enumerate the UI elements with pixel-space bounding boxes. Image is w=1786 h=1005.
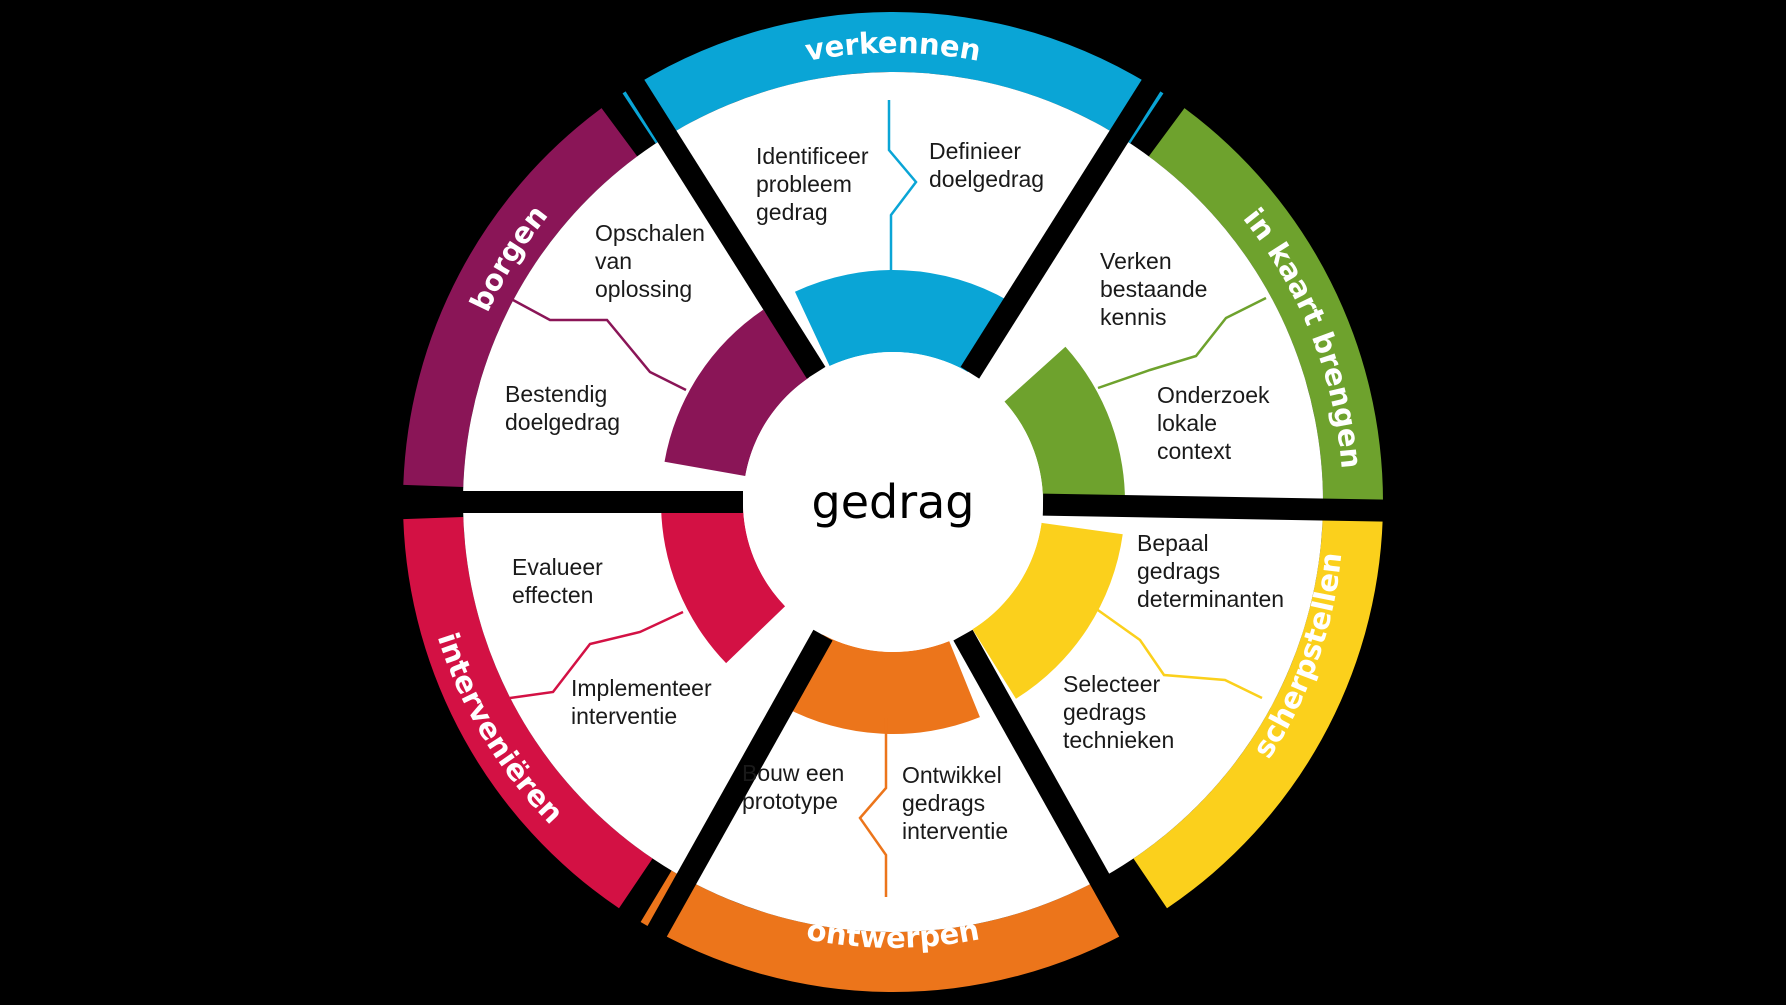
scherpstellen-steps: Bepaal gedrags determinanten Selecteer g… [1063, 530, 1284, 753]
inner-segment-verkennen [794, 270, 1009, 373]
step-identificeer-probleem-gedrag: Identificeer probleem gedrag [756, 143, 875, 225]
separator-spoke-5 [642, 629, 833, 947]
step-line: Bestendig [505, 381, 607, 407]
step-line: bestaande [1100, 276, 1207, 302]
in-kaart-brengen-steps: Verken bestaande kennis Onderzoek lokale… [1100, 248, 1276, 464]
inner-segment-ontwerpen [784, 634, 980, 735]
step-line: interventie [902, 818, 1008, 844]
step-line: Definieer [929, 138, 1021, 164]
separator-spoke-1 [619, 70, 826, 379]
step-line: Bepaal [1137, 530, 1209, 556]
step-line: Selecteer [1063, 671, 1161, 697]
band-verkennen [622, 12, 1164, 144]
band-ontwerpen [640, 870, 1138, 992]
inner-segment-interveniëren [661, 502, 786, 664]
step-evalueer-effecten: Evalueer effecten [512, 554, 609, 608]
step-line: oplossing [595, 276, 692, 302]
step-line: prototype [742, 788, 838, 814]
step-divider-in-kaart-brengen [1097, 296, 1267, 390]
step-line: gedrags [1063, 699, 1146, 725]
interveniëren-steps: Evalueer effecten Implementeer intervent… [512, 554, 718, 729]
step-line: probleem [756, 171, 852, 197]
band-in-kaart-brengen [1148, 108, 1383, 502]
step-line: context [1157, 438, 1232, 464]
band-scherpstellen [1133, 517, 1383, 909]
inner-ring [661, 270, 1125, 735]
separator-spoke-3 [1042, 493, 1394, 522]
step-line: doelgedrag [505, 409, 620, 435]
separators [393, 70, 1394, 947]
step-line: van [595, 248, 632, 274]
step-line: Onderzoek [1157, 382, 1270, 408]
step-line: gedrags [1137, 558, 1220, 584]
step-line: doelgedrag [929, 166, 1044, 192]
step-line: Verken [1100, 248, 1172, 274]
outer-bands [403, 12, 1383, 992]
step-line: gedrag [756, 199, 828, 225]
step-line: determinanten [1137, 586, 1284, 612]
inner-segment-borgen [664, 309, 810, 476]
band-borgen [403, 108, 638, 487]
step-line: Ontwikkel [902, 762, 1002, 788]
step-line: Opschalen [595, 220, 705, 246]
step-line: kennis [1100, 304, 1166, 330]
step-line: gedrags [902, 790, 985, 816]
step-divider-scherpstellen [1094, 606, 1263, 700]
step-divider-interveniëren [509, 610, 684, 700]
step-divider-verkennen [887, 100, 918, 280]
step-divider-borgen [512, 298, 687, 392]
step-line: interventie [571, 703, 677, 729]
step-bepaal-gedrags-determinanten: Bepaal gedrags determinanten [1137, 530, 1284, 612]
step-selecteer-gedrags-technieken: Selecteer gedrags technieken [1063, 671, 1174, 753]
ontwerpen-steps: Bouw een prototype Ontwikkel gedrags int… [742, 760, 1008, 844]
verkennen-steps: Identificeer probleem gedrag Definieer d… [756, 138, 1044, 225]
step-verken-bestaande-kennis: Verken bestaande kennis [1100, 248, 1214, 330]
sub-dividers [509, 100, 1267, 897]
step-line: Identificeer [756, 143, 869, 169]
step-implementeer-interventie: Implementeer interventie [571, 675, 718, 729]
step-onderzoek-lokale-context: Onderzoek lokale context [1157, 382, 1276, 464]
step-line: effecten [512, 582, 593, 608]
separator-spoke-4 [953, 629, 1144, 947]
step-definieer-doelgedrag: Definieer doelgedrag [929, 138, 1044, 192]
borgen-steps: Opschalen van oplossing Bestendig doelge… [505, 220, 711, 435]
step-ontwikkel-gedrags-interventie: Ontwikkel gedrags interventie [902, 762, 1008, 844]
inner-segment-scherpstellen [972, 522, 1123, 699]
step-bestendig-doelgedrag: Bestendig doelgedrag [505, 381, 620, 435]
step-line: Evalueer [512, 554, 603, 580]
step-line: lokale [1157, 410, 1217, 436]
step-line: Bouw een [742, 760, 844, 786]
center-label: gedrag [812, 475, 975, 529]
step-line: technieken [1063, 727, 1174, 753]
center-circle [743, 352, 1043, 652]
inner-segment-in-kaart-brengen [1004, 346, 1125, 511]
separator-spoke-2 [960, 70, 1167, 379]
step-bouw-een-prototype: Bouw een prototype [742, 760, 851, 814]
step-opschalen-van-oplossing: Opschalen van oplossing [595, 220, 711, 302]
step-line: Implementeer [571, 675, 712, 701]
band-interveniëren [403, 517, 653, 909]
step-divider-ontwerpen [858, 718, 888, 897]
